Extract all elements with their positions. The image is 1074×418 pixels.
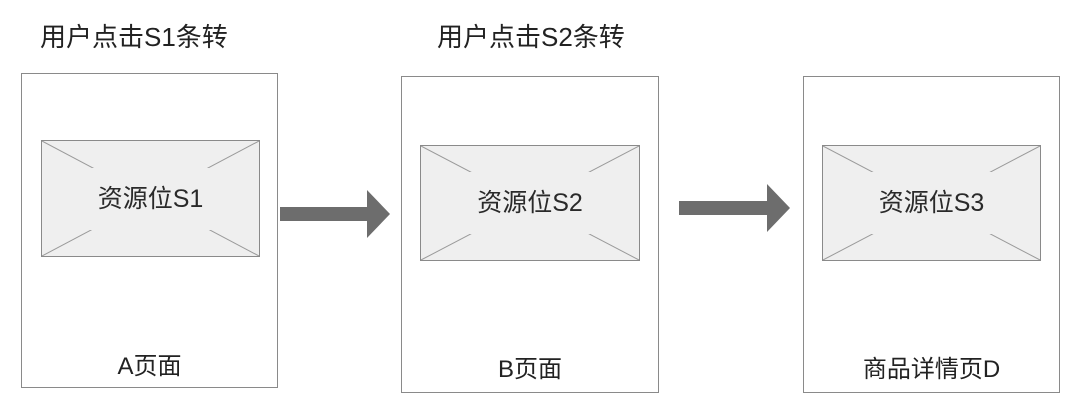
- page-label: A页面: [117, 353, 182, 380]
- page-a-frame: 资源位S1 A页面: [21, 73, 278, 388]
- resource-slot-s3: 资源位S3: [822, 145, 1041, 261]
- arrow-right-icon: [280, 190, 390, 238]
- arrow-right-icon: [679, 184, 790, 232]
- resource-slot-label: 资源位S3: [868, 172, 995, 234]
- page-label: B页面: [497, 356, 562, 383]
- caption-click-s2: 用户点击S2条转: [437, 22, 625, 52]
- page-label: 商品详情页D: [862, 356, 1001, 383]
- resource-slot-label: 资源位S1: [87, 167, 214, 230]
- resource-slot-label: 资源位S2: [467, 172, 593, 234]
- resource-slot-s2: 资源位S2: [420, 145, 640, 261]
- page-d-frame: 资源位S3 商品详情页D: [803, 76, 1060, 393]
- page-b-frame: 资源位S2 B页面: [401, 76, 659, 393]
- caption-click-s1: 用户点击S1条转: [40, 22, 228, 52]
- resource-slot-s1: 资源位S1: [41, 140, 260, 257]
